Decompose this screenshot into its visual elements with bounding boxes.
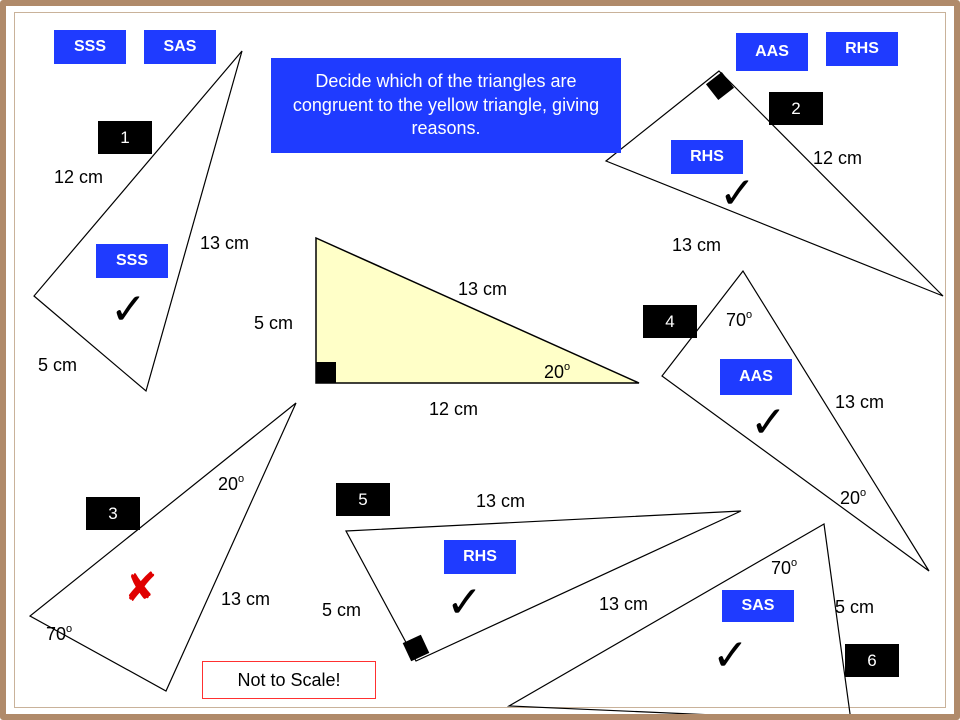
reference-angle-label: 20o: [544, 361, 571, 382]
triangle-1-side-a: 12 cm: [54, 167, 104, 187]
triangle-2-side-b: 13 cm: [672, 235, 722, 255]
triangle-6-answer-tag: SAS: [722, 590, 794, 622]
triangle-5-side-top: 13 cm: [476, 491, 526, 511]
triangle-2-answer-tag: RHS: [671, 140, 743, 174]
reference-right-angle-marker: [316, 362, 336, 383]
triangle-1-side-b: 13 cm: [200, 233, 250, 253]
instruction-box: Decide which of the triangles are congru…: [271, 58, 621, 153]
triangle-6-side-a: 13 cm: [599, 594, 649, 614]
triangle-4-angle-bottom: 20o: [840, 487, 867, 508]
triangle-1-number: 1: [98, 121, 152, 154]
triangle-4-answer-tag: AAS: [720, 359, 792, 395]
triangle-5-side-left: 5 cm: [322, 600, 362, 620]
triangle-6-tick-icon: ✓: [712, 630, 749, 681]
triangle-1-answer-tag: SSS: [96, 244, 168, 278]
triangle-1-tick-icon: ✓: [110, 284, 147, 335]
triangle-4-number: 4: [643, 305, 697, 338]
legend-tag-rhs: RHS: [826, 32, 898, 66]
triangle-6-side-b: 5 cm: [835, 597, 875, 617]
triangle-2-tick-icon: ✓: [719, 168, 756, 219]
reference-hypotenuse-label: 13 cm: [458, 279, 508, 299]
triangle-5-right-angle-marker: [402, 634, 430, 662]
triangle-4-angle-top: 70o: [726, 309, 753, 330]
triangle-2-side-a: 12 cm: [813, 148, 863, 168]
triangle-6-number: 6: [845, 644, 899, 677]
triangle-5: [345, 510, 742, 662]
instruction-text: Decide which of the triangles are congru…: [292, 71, 600, 139]
legend-tag-sss: SSS: [54, 30, 126, 64]
triangle-3-angle-top: 20o: [218, 473, 245, 494]
triangle-2-number: 2: [769, 92, 823, 125]
triangle-3: [28, 402, 297, 692]
triangle-3-cross-icon: ✘: [124, 565, 158, 611]
triangle-4-tick-icon: ✓: [750, 397, 787, 448]
triangles-diagram: [28, 50, 944, 714]
reference-short-side-label: 5 cm: [254, 313, 294, 333]
triangle-1-side-c: 5 cm: [38, 355, 78, 375]
legend-tag-sas: SAS: [144, 30, 216, 64]
triangle-3-side: 13 cm: [221, 589, 271, 609]
reference-triangle: [315, 236, 640, 384]
triangle-2-right-angle-marker: [705, 71, 735, 101]
triangle-5-answer-tag: RHS: [444, 540, 516, 574]
triangle-3-angle-bottom: 70o: [46, 623, 73, 644]
triangle-3-number: 3: [86, 497, 140, 530]
not-to-scale-note: Not to Scale!: [202, 661, 376, 699]
triangle-6: [506, 523, 851, 714]
triangle-4: [661, 269, 930, 572]
triangle-5-number: 5: [336, 483, 390, 516]
legend-tag-aas: AAS: [736, 33, 808, 71]
reference-long-side-label: 12 cm: [429, 399, 479, 419]
note-text: Not to Scale!: [237, 669, 341, 690]
triangle-5-tick-icon: ✓: [446, 577, 483, 628]
inner-frame: [14, 12, 946, 708]
triangle-6-angle: 70o: [771, 557, 798, 578]
triangle-2: [604, 70, 944, 297]
triangle-4-side: 13 cm: [835, 392, 885, 412]
triangle-1: [33, 50, 243, 393]
